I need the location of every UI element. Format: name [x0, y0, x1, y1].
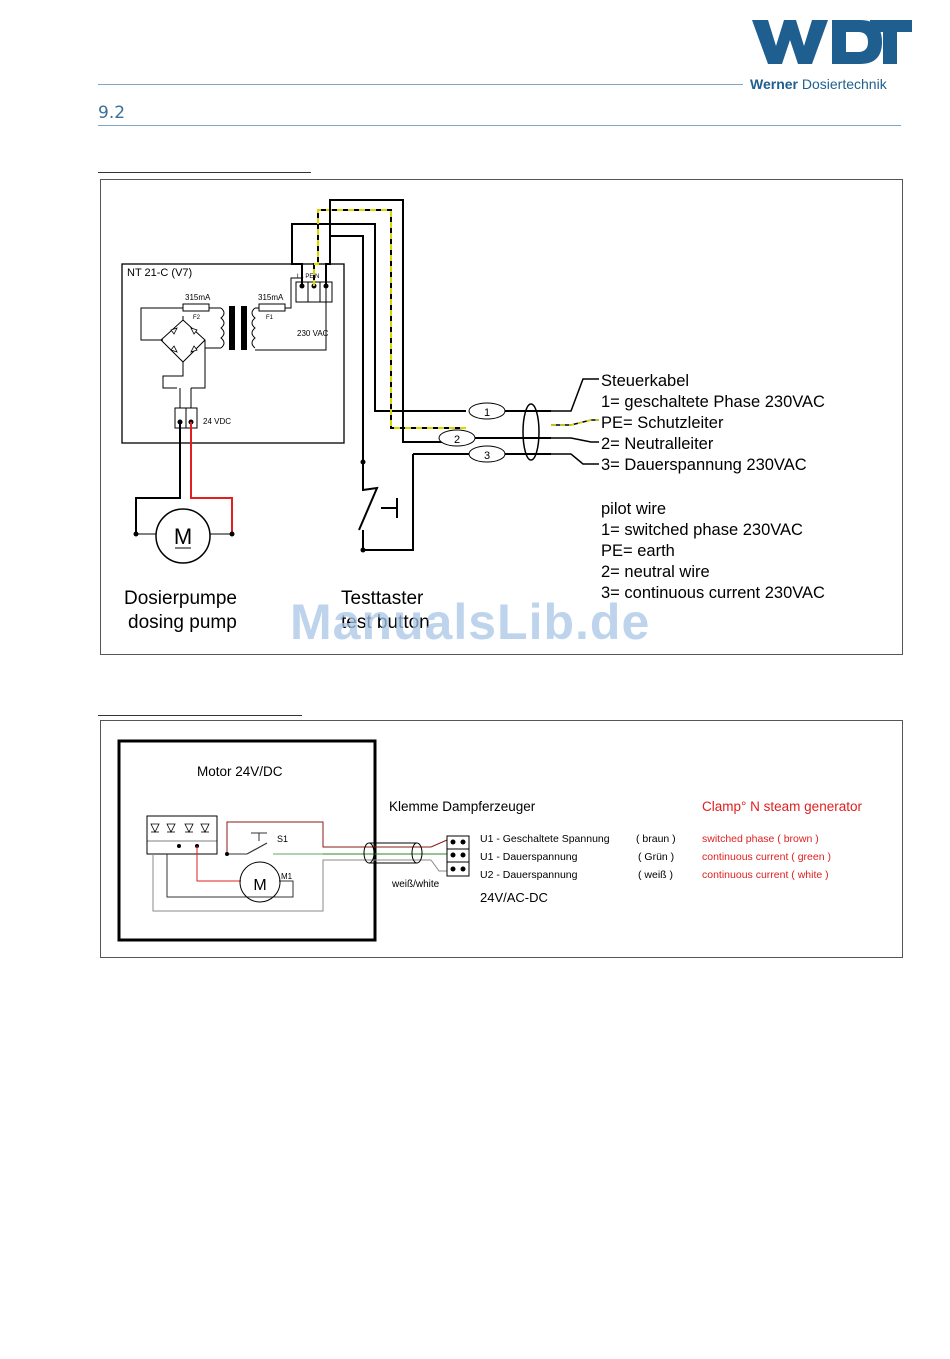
legend-en: pilot wire 1= switched phase 230VAC PE= … [601, 500, 825, 602]
wiring-diagram-nt21: NT 21-C (V7) L1 PE N 315mA F2 315mA F1 2… [121, 199, 825, 633]
svg-text:3: 3 [484, 450, 490, 462]
svg-text:U1 - Dauerspannung: U1 - Dauerspannung [480, 851, 578, 863]
svg-text:switched phase ( brown ): switched phase ( brown ) [702, 833, 819, 845]
svg-text:( Grün ): ( Grün ) [638, 851, 674, 863]
svg-text:PE= earth: PE= earth [601, 542, 675, 560]
svg-text:F2: F2 [193, 315, 201, 321]
svg-text:F1: F1 [266, 315, 274, 321]
brand-name: Werner Dosiertechnik [750, 76, 887, 92]
svg-text:1= geschaltete Phase 230VAC: 1= geschaltete Phase 230VAC [601, 393, 825, 411]
svg-text:( braun ): ( braun ) [636, 833, 676, 845]
svg-text:U1 - Geschaltete Spannung: U1 - Geschaltete Spannung [480, 833, 610, 845]
svg-text:2= neutral wire: 2= neutral wire [601, 563, 710, 581]
wiring-diagram-motor: Motor 24V/DC S1 M M1 [117, 739, 862, 942]
svg-text:( weiß ): ( weiß ) [638, 869, 673, 881]
svg-text:3= Dauerspannung 230VAC: 3= Dauerspannung 230VAC [601, 456, 807, 474]
wire-color-label: weiß/white [391, 879, 440, 890]
motor-title: Motor 24V/DC [197, 764, 283, 779]
button-label-de: Testtaster [341, 588, 424, 609]
svg-text:1= switched phase 230VAC: 1= switched phase 230VAC [601, 521, 803, 539]
svg-text:pilot wire: pilot wire [601, 500, 666, 518]
voltage-dc: 24 VDC [203, 417, 231, 426]
pump-motor-icon [155, 508, 211, 564]
wdt-logo [750, 16, 912, 68]
fuse2-label: 315mA [258, 293, 284, 302]
header-rule [98, 84, 743, 85]
pump-label-de: Dosierpumpe [124, 588, 237, 609]
fuse1-label: 315mA [185, 293, 211, 302]
terminal-header: L1 PE N [297, 274, 319, 280]
unit-label: NT 21-C (V7) [127, 267, 192, 279]
svg-text:PE= Schutzleiter: PE= Schutzleiter [601, 414, 724, 432]
motor-icon [239, 861, 281, 903]
diagram1-heading-underline [98, 172, 311, 173]
switch-label: S1 [277, 834, 288, 844]
svg-text:U2 - Dauerspannung: U2 - Dauerspannung [480, 869, 578, 881]
terminal-title-de: Klemme Dampferzeuger [389, 799, 536, 814]
terminal-title-en: Clamp° N steam generator [702, 799, 862, 814]
legend-de: Steuerkabel 1= geschaltete Phase 230VAC … [601, 372, 825, 474]
diagram2-frame: Motor 24V/DC S1 M M1 [100, 720, 903, 958]
svg-text:2= Neutralleiter: 2= Neutralleiter [601, 435, 714, 453]
button-label-en: test button [341, 612, 430, 633]
section-number: 9.2 [98, 103, 126, 123]
motor-ref: M1 [281, 872, 293, 881]
svg-text:M: M [174, 524, 192, 549]
svg-text:1: 1 [484, 407, 490, 419]
svg-text:3= continuous current 230VAC: 3= continuous current 230VAC [601, 584, 825, 602]
diagram1-frame: NT 21-C (V7) L1 PE N 315mA F2 315mA F1 2… [100, 179, 903, 655]
svg-text:2: 2 [454, 434, 460, 446]
diagram2-heading-underline [98, 715, 302, 716]
svg-text:continuous current ( green ): continuous current ( green ) [702, 851, 831, 863]
svg-text:continuous current ( white ): continuous current ( white ) [702, 869, 829, 881]
pump-label-en: dosing pump [128, 612, 237, 633]
terminal-rows: U1 - Geschaltete Spannung ( braun ) swit… [480, 833, 831, 881]
svg-text:M: M [253, 877, 266, 894]
section-rule [98, 125, 901, 126]
svg-text:Steuerkabel: Steuerkabel [601, 372, 689, 390]
voltage-ac: 230 VAC [297, 329, 329, 338]
voltage-label: 24V/AC-DC [480, 890, 548, 905]
